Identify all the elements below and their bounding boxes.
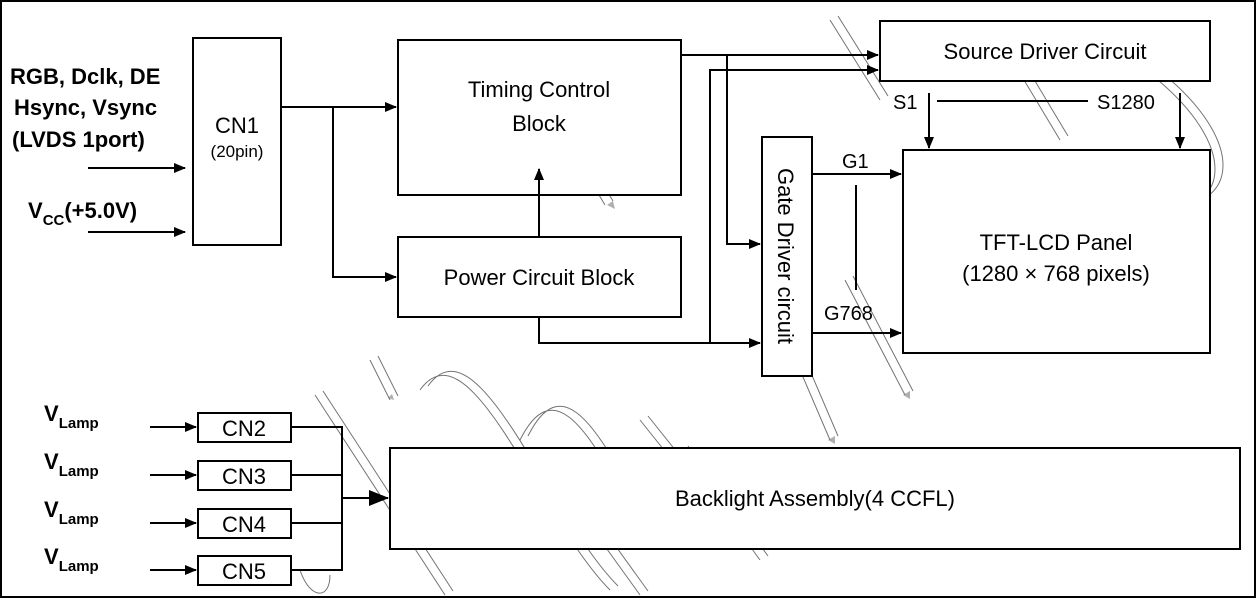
source-driver-box	[879, 20, 1211, 82]
vcc-main: V	[28, 198, 43, 223]
g768-label: G768	[824, 303, 873, 325]
s1-label: S1	[893, 92, 917, 114]
vlamp-subscript: Lamp	[59, 558, 99, 575]
power-to-source-arrow	[709, 65, 879, 343]
timing-control-line2: Block	[512, 111, 567, 136]
s1280-label: S1280	[1097, 92, 1155, 114]
vcc-value: (+5.0V)	[64, 198, 137, 223]
connection-lines	[88, 50, 1185, 575]
cn3-box	[197, 460, 292, 491]
vlamp-main: V	[44, 497, 59, 522]
source-driver-label: Source Driver Circuit	[944, 39, 1147, 64]
backlight-box	[389, 447, 1241, 550]
vlamp-label-3: VLamp	[44, 497, 99, 528]
gate-driver-box	[761, 136, 813, 377]
vlamp-label-4: VLamp	[44, 544, 99, 575]
vcc-subscript: CC	[43, 212, 65, 229]
cn4-box	[197, 508, 292, 539]
cn2-label: CN2	[222, 416, 266, 441]
cn4-label: CN4	[222, 512, 266, 537]
vcc-input-label: VCC(+5.0V)	[28, 198, 137, 229]
cn1-pins: (20pin)	[211, 142, 264, 161]
cn5-label: CN5	[222, 559, 266, 584]
cn2-box	[197, 412, 292, 443]
g1-label: G1	[842, 151, 869, 173]
tft-lcd-panel-box	[902, 149, 1211, 354]
cn5-box	[197, 555, 292, 586]
gate-driver-label: Gate Driver circuit	[773, 168, 798, 344]
vlamp-label-2: VLamp	[44, 449, 99, 480]
vlamp-main: V	[44, 544, 59, 569]
backlight-label: Backlight Assembly(4 CCFL)	[675, 486, 955, 511]
vlamp-subscript: Lamp	[59, 511, 99, 528]
tft-panel-line1: TFT-LCD Panel	[980, 230, 1133, 255]
cn-merge-line	[291, 426, 343, 571]
cn1-box	[192, 37, 282, 246]
vlamp-main: V	[44, 449, 59, 474]
signal-input-line2: Hsync, Vsync	[14, 95, 157, 120]
vlamp-main: V	[44, 401, 59, 426]
timing-control-line1: Timing Control	[468, 77, 610, 102]
signal-input-line3: (LVDS 1port)	[12, 127, 145, 152]
power-to-gate-arrow	[538, 317, 761, 348]
power-circuit-label: Power Circuit Block	[444, 265, 636, 290]
timing-to-gate-arrow	[681, 54, 761, 249]
vlamp-subscript: Lamp	[59, 415, 99, 432]
tft-panel-line2: (1280 × 768 pixels)	[962, 261, 1150, 286]
cn3-label: CN3	[222, 464, 266, 489]
signal-input-line1: RGB, Dclk, DE	[10, 64, 160, 89]
cn1-name: CN1	[215, 113, 259, 138]
cn1-to-power-arrow	[332, 107, 397, 282]
vlamp-subscript: Lamp	[59, 463, 99, 480]
power-circuit-box	[397, 236, 682, 318]
vlamp-label-1: VLamp	[44, 401, 99, 432]
